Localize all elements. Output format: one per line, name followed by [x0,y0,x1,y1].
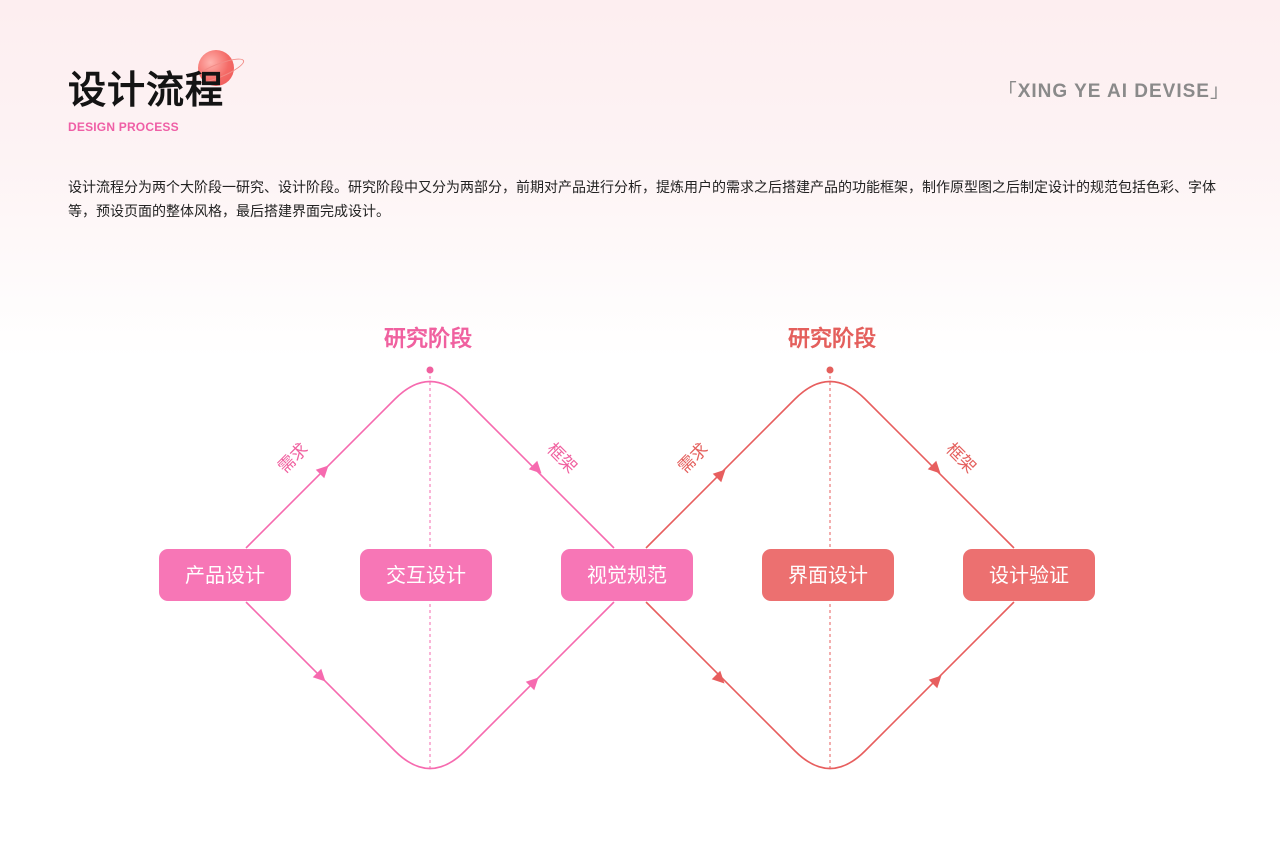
step-box-1: 产品设计 [159,549,291,601]
right-loop-upper-path [645,380,1015,549]
edge-label-need-1: 需求 [274,439,312,477]
step-label-1: 产品设计 [185,563,265,587]
right-stage-dot [826,366,834,374]
left-loop [245,380,615,770]
brand-open-bracket: 「 [997,81,1018,102]
step-label-3: 视觉规范 [587,563,667,587]
page-title: 设计流程 [68,68,225,112]
brand-label: 「XING YE AI DEVISE」 [998,76,1230,103]
step-label-5: 设计验证 [989,563,1069,587]
arrow-head-icon [525,677,539,691]
step-box-4: 界面设计 [762,549,894,601]
edge-label-need-2: 需求 [674,439,712,477]
page-subtitle: DESIGN PROCESS [68,120,179,134]
step-box-2: 交互设计 [360,549,492,601]
edge-label-frame-1: 框架 [542,439,580,477]
arrow-head-icon [928,675,942,689]
arrow-head-icon [528,460,542,474]
stage-label-1: 研究阶段 [384,326,472,352]
arrow-head-icon [711,670,725,684]
step-box-5: 设计验证 [963,549,1095,601]
right-loop [645,380,1015,770]
intro-paragraph: 设计流程分为两个大阶段一研究、设计阶段。研究阶段中又分为两部分，前期对产品进行分… [68,180,1216,220]
edge-label-frame-2: 框架 [941,439,979,477]
left-loop-upper-path [245,380,615,549]
step-label-2: 交互设计 [386,563,466,587]
left-loop-lower-path [245,601,615,770]
stage-label-2: 研究阶段 [788,326,876,352]
planet-decoration [198,50,234,86]
right-loop-lower-path [645,601,1015,770]
left-stage-dot [426,366,434,374]
step-label-4: 界面设计 [788,563,868,587]
brand-close-bracket: 」 [1209,81,1230,102]
step-box-3: 视觉规范 [561,549,693,601]
brand-text: XING YE AI DEVISE [1017,81,1210,102]
